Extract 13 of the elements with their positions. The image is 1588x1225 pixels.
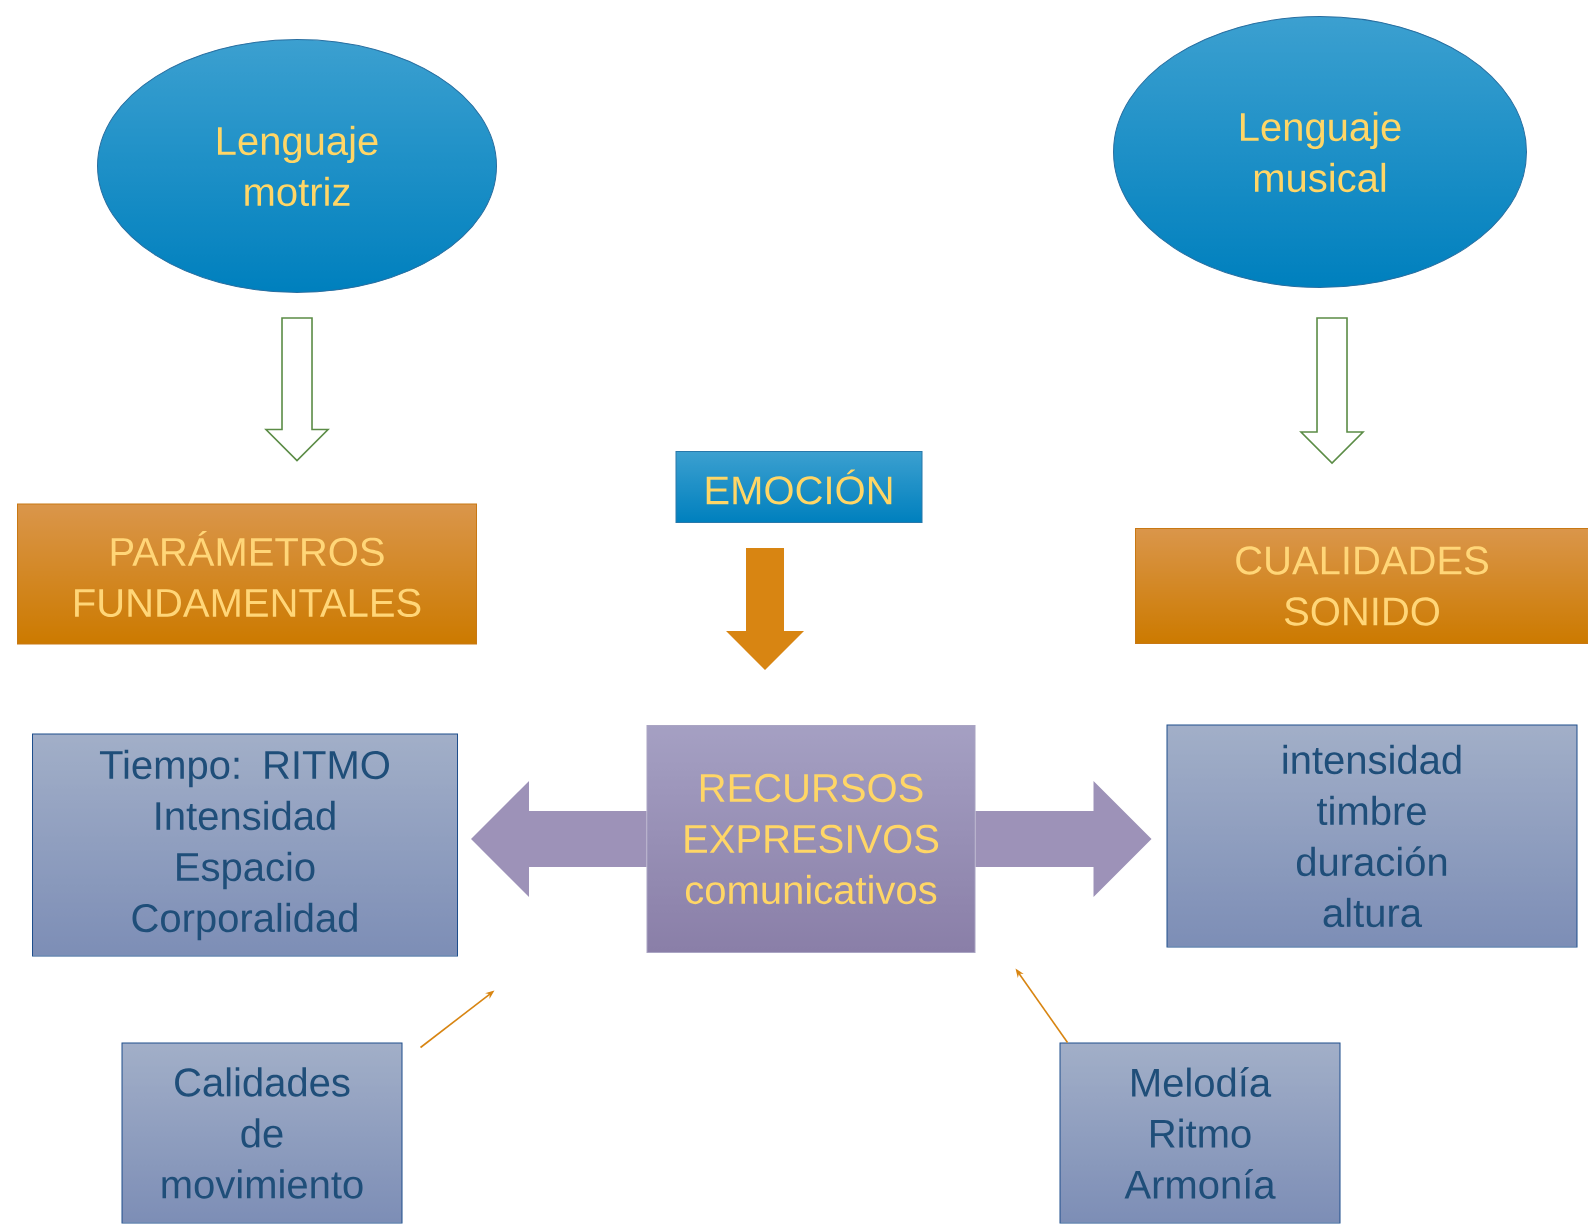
content-box: intensidad timbre duración altura	[1166, 724, 1578, 948]
hollow-arrow	[264, 317, 330, 462]
title-box: EMOCIÓN	[675, 451, 923, 523]
center-box: RECURSOS EXPRESIVOS comunicativos	[646, 725, 976, 953]
block-arrow	[471, 781, 647, 897]
hollow-arrow	[1299, 317, 1365, 465]
block-arrow	[975, 781, 1152, 897]
content-box: Melodía Ritmo Armonía	[1059, 1042, 1341, 1224]
category-box: PARÁMETROS FUNDAMENTALES	[17, 503, 477, 645]
content-box: Calidades de movimiento	[121, 1042, 403, 1224]
block-arrow	[726, 548, 804, 670]
content-box: Tiempo: RITMO Intensidad Espacio Corporalidad	[32, 733, 458, 957]
category-box: CUALIDADES SONIDO	[1135, 528, 1588, 644]
